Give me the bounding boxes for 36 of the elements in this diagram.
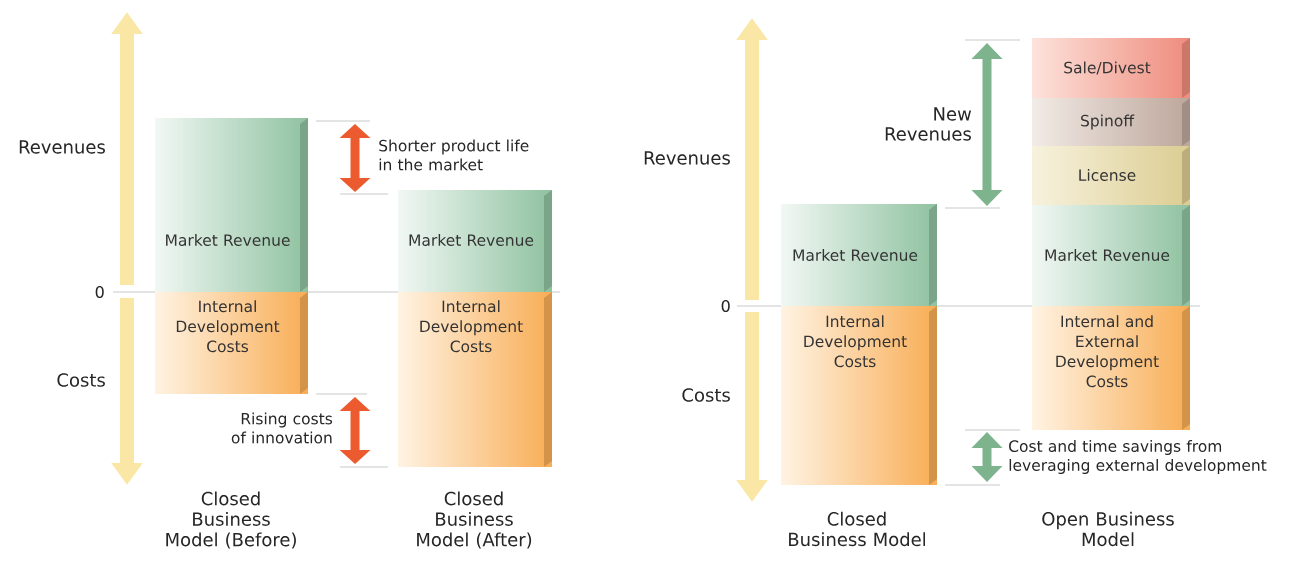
column-caption: Closed Business Model (After) [417, 491, 532, 549]
node-label: Internal Development Costs [420, 300, 523, 353]
bar-segment: Market Revenue [409, 190, 552, 292]
node-label: Market Revenue [793, 249, 918, 261]
node-label: Internal Development Costs [176, 300, 280, 353]
zero-label: 0 [721, 299, 730, 313]
node-label: Spinoff [1081, 114, 1135, 130]
bar-segment: Internal Development Costs [176, 292, 308, 394]
column-caption: Closed Business Model (Before) [166, 491, 296, 549]
bar-segment: Market Revenue [1045, 205, 1190, 306]
axis-label: Costs [682, 388, 730, 402]
column-caption: Closed Business Model [789, 511, 925, 547]
node-label: Internal Development Costs [804, 315, 907, 368]
node-label: Market Revenue [409, 234, 534, 246]
bar-segment: Internal and External Development Costs [1056, 306, 1190, 430]
bar-segment: Market Revenue [166, 118, 308, 292]
node-label: Sale/Divest [1064, 61, 1151, 75]
axis-label: New Revenues [885, 107, 972, 141]
annotation: Cost and time savings from leveraging external development [1009, 440, 1267, 474]
column-caption: Open Business Model [1042, 511, 1174, 547]
node-label: License [1079, 169, 1136, 181]
zero-label: 0 [95, 285, 104, 299]
annotation: Shorter product life in the market [379, 139, 529, 171]
node-label: Market Revenue [1045, 249, 1170, 261]
bar-segment: Spinoff [1081, 98, 1190, 146]
bar-segment: Internal Development Costs [804, 306, 937, 485]
annotation: Rising costs of innovation [231, 412, 333, 444]
bar-segment: Market Revenue [793, 204, 937, 306]
node-label: Market Revenue [166, 234, 290, 246]
axis-label: Revenues [644, 151, 730, 165]
bar-segment: License [1079, 146, 1190, 205]
node-label: Internal and External Development Costs [1056, 315, 1159, 388]
axis-label: Revenues [19, 140, 105, 154]
axis-label: Costs [57, 373, 105, 387]
bar-segment: Internal Development Costs [420, 292, 552, 467]
bar-segment: Sale/Divest [1064, 38, 1190, 98]
